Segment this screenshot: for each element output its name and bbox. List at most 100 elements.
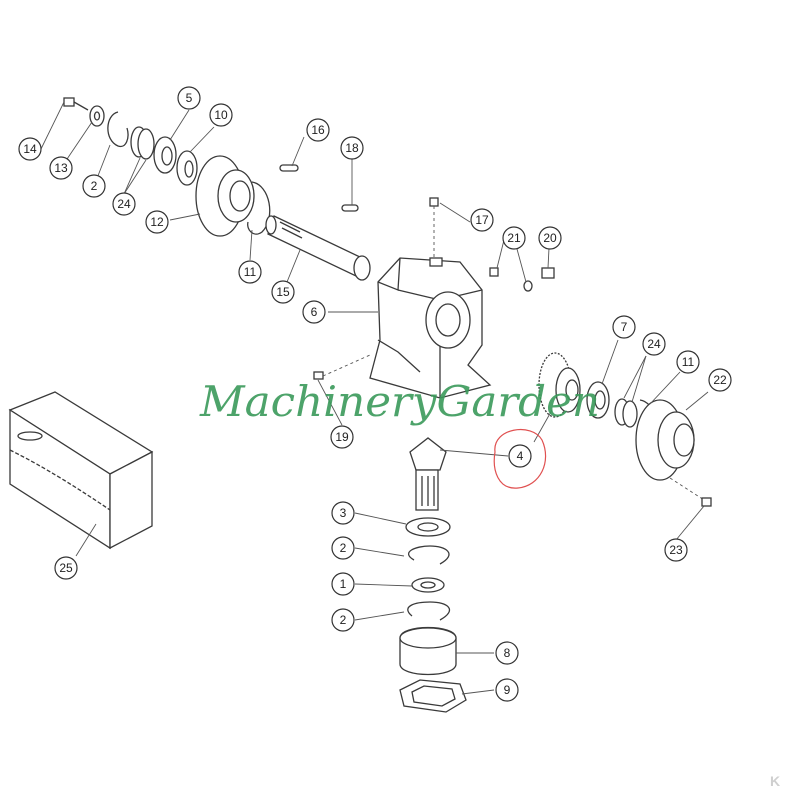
callout-number: 9 xyxy=(504,683,511,697)
part-crown-gear xyxy=(538,352,581,418)
callout-c11b: 11 xyxy=(676,350,700,374)
part-washer-13 xyxy=(89,105,105,127)
callout-c24b: 24 xyxy=(642,332,666,356)
part-plug-20 xyxy=(541,267,555,279)
callout-circle xyxy=(302,300,326,324)
callout-number: 24 xyxy=(647,337,661,351)
callout-circle xyxy=(331,608,355,632)
callout-c16: 16 xyxy=(306,118,330,142)
callout-c22: 22 xyxy=(708,368,732,392)
callout-circle xyxy=(538,226,562,250)
part-bolt-14 xyxy=(63,97,89,111)
part-circlip-2-mid xyxy=(407,545,450,565)
callout-number: 3 xyxy=(340,506,347,520)
part-circlip-2-top xyxy=(107,111,129,148)
callout-number: 15 xyxy=(276,285,290,299)
callout-circle xyxy=(331,501,355,525)
part-bearing-3 xyxy=(405,517,451,537)
callout-c13: 13 xyxy=(49,156,73,180)
callout-number: 2 xyxy=(340,613,347,627)
callout-circle xyxy=(331,536,355,560)
callout-c1: 1 xyxy=(331,572,355,596)
part-pinion-gear xyxy=(409,437,447,511)
corner-mark: K xyxy=(770,773,780,789)
part-circlip-2-low xyxy=(407,601,451,621)
leader-lines xyxy=(40,101,709,695)
part-kit-box-25 xyxy=(8,391,154,550)
callout-c14: 14 xyxy=(18,137,42,161)
part-seal-24-right xyxy=(614,398,638,428)
part-washer-1 xyxy=(411,577,445,593)
part-bolt-23 xyxy=(669,477,712,507)
part-circlip-11-top xyxy=(247,181,271,235)
callout-c7: 7 xyxy=(612,315,636,339)
callout-circle xyxy=(82,174,106,198)
callout-c6: 6 xyxy=(302,300,326,324)
part-bearing-5 xyxy=(153,136,177,174)
callout-circle xyxy=(330,425,354,449)
callout-c3: 3 xyxy=(331,501,355,525)
part-shaft-15 xyxy=(265,215,371,281)
callout-c25: 25 xyxy=(54,556,78,580)
callout-c5: 5 xyxy=(177,86,201,110)
callout-c21: 21 xyxy=(502,226,526,250)
callout-circle xyxy=(495,678,519,702)
callout-circle xyxy=(495,641,519,665)
callout-circle xyxy=(340,136,364,160)
callout-c11a: 11 xyxy=(238,260,262,284)
callout-circle xyxy=(209,103,233,127)
part-bolt-small-17b xyxy=(489,267,499,277)
callout-number: 13 xyxy=(54,161,68,175)
callout-c17: 17 xyxy=(470,208,494,232)
callout-number: 22 xyxy=(713,373,727,387)
part-key-18 xyxy=(341,204,359,212)
part-plug-21 xyxy=(523,280,533,292)
part-housing-cover-12 xyxy=(195,155,255,237)
callout-number: 7 xyxy=(621,320,628,334)
callout-number: 4 xyxy=(517,449,524,463)
part-cap-8 xyxy=(399,626,457,676)
callout-number: 25 xyxy=(59,561,73,575)
part-cover-22 xyxy=(635,399,695,481)
callout-number: 20 xyxy=(543,231,557,245)
callout-number: 10 xyxy=(214,108,228,122)
callout-number: 2 xyxy=(340,541,347,555)
callout-number: 19 xyxy=(335,430,349,444)
callout-number: 11 xyxy=(244,265,257,279)
callout-circle xyxy=(177,86,201,110)
part-key-16 xyxy=(279,164,299,172)
callout-c10: 10 xyxy=(209,103,233,127)
part-bolt-17 xyxy=(429,197,439,258)
callout-c24a: 24 xyxy=(112,192,136,216)
part-gasket-9 xyxy=(399,679,467,713)
callout-c9: 9 xyxy=(495,678,519,702)
part-bearing-10 xyxy=(176,150,198,186)
highlight-marker xyxy=(493,428,547,489)
callout-circle xyxy=(112,192,136,216)
callout-circle xyxy=(502,226,526,250)
callout-circle xyxy=(306,118,330,142)
callout-number: 24 xyxy=(117,197,131,211)
callout-circle xyxy=(642,332,666,356)
callout-c20: 20 xyxy=(538,226,562,250)
callout-c19: 19 xyxy=(330,425,354,449)
callout-c18: 18 xyxy=(340,136,364,160)
callout-circle xyxy=(271,280,295,304)
callout-number: 12 xyxy=(150,215,164,229)
callout-circle xyxy=(18,137,42,161)
callout-circle xyxy=(49,156,73,180)
callout-number: 1 xyxy=(340,577,347,591)
callout-number: 5 xyxy=(186,91,193,105)
callout-c2b: 2 xyxy=(331,536,355,560)
watermark-text: MachineryGarden xyxy=(199,377,600,426)
part-bearing-7 xyxy=(586,381,610,419)
callout-c15: 15 xyxy=(271,280,295,304)
callout-c8: 8 xyxy=(495,641,519,665)
callout-c2c: 2 xyxy=(331,608,355,632)
callout-number: 17 xyxy=(475,213,489,227)
callout-c12: 12 xyxy=(145,210,169,234)
callout-circle xyxy=(331,572,355,596)
callout-circle xyxy=(470,208,494,232)
